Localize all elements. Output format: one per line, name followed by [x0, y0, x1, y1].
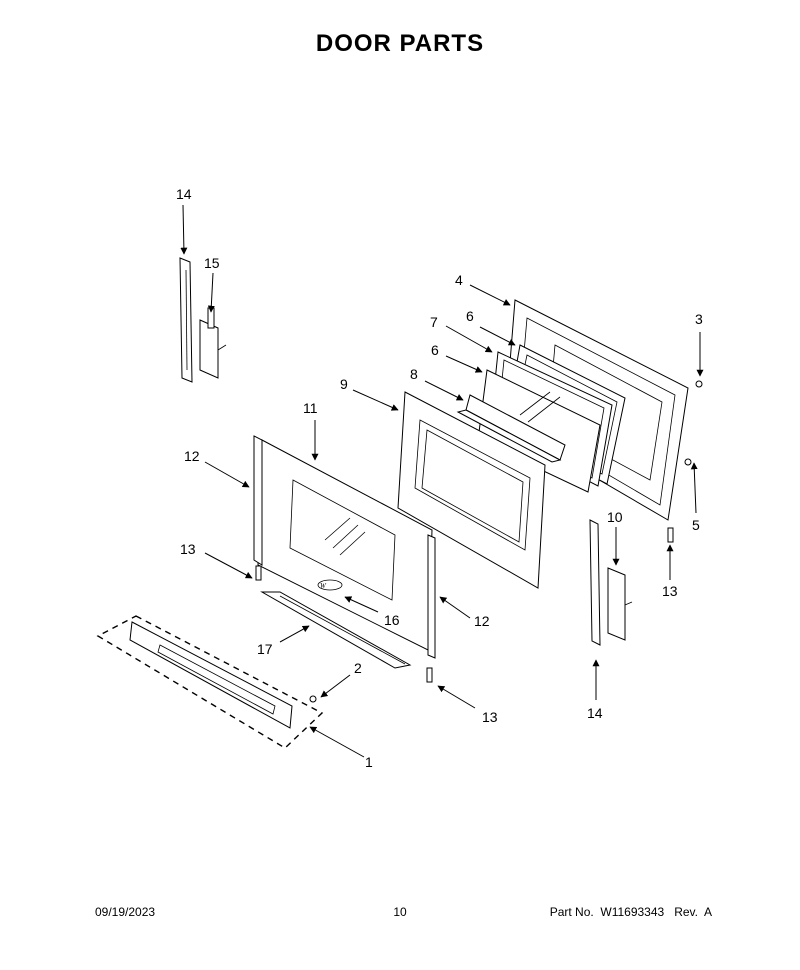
- svg-text:W: W: [320, 582, 327, 590]
- callout-1: 1: [365, 754, 373, 770]
- callout-7: 7: [430, 314, 438, 330]
- footer-part-number: Part No. W11693343 Rev. A: [549, 905, 712, 919]
- insulation: [456, 394, 566, 463]
- callout-9: 9: [340, 376, 348, 392]
- footer-date: 09/19/2023: [95, 905, 156, 919]
- callout-2: 2: [354, 660, 362, 676]
- brand-logo: W: [317, 579, 343, 591]
- screw-part-13-left: [255, 565, 262, 581]
- callout-14-bottom: 14: [587, 705, 603, 721]
- callout-10: 10: [607, 509, 623, 525]
- screw-part-13-right: [667, 527, 674, 543]
- callout-6-top: 6: [466, 308, 474, 324]
- hinge-right: [607, 567, 633, 641]
- door-handle-assembly: [96, 615, 324, 749]
- callout-15: 15: [204, 255, 220, 271]
- callout-5: 5: [692, 517, 700, 533]
- callout-14-top: 14: [176, 186, 192, 202]
- hinge-left: [199, 307, 227, 379]
- callout-6-bottom: 6: [431, 342, 439, 358]
- screw-part-3: [695, 380, 703, 388]
- callout-12-right: 12: [474, 613, 490, 629]
- callout-8: 8: [410, 366, 418, 382]
- door-vent-trim: [260, 591, 412, 669]
- footer-page-number: 10: [393, 905, 407, 919]
- callout-16: 16: [384, 612, 400, 628]
- screw-part-13-center: [426, 667, 433, 683]
- hinge-receiver-right: [589, 519, 601, 646]
- callout-12-left: 12: [184, 448, 200, 464]
- callout-13-right: 13: [662, 583, 678, 599]
- door-side-trim-right: [427, 534, 436, 659]
- callout-11: 11: [303, 400, 318, 416]
- callout-3: 3: [695, 311, 703, 327]
- door-frame: [397, 391, 546, 589]
- screw-part-2: [309, 695, 317, 703]
- screw-part-5: [684, 458, 692, 466]
- callout-17: 17: [257, 641, 273, 657]
- hinge-receiver-left: [179, 257, 193, 383]
- callout-13-left: 13: [180, 541, 196, 557]
- page-title: DOOR PARTS: [315, 30, 485, 57]
- door-side-trim-left: [253, 435, 263, 566]
- callout-13-center: 13: [482, 709, 498, 725]
- callout-4: 4: [455, 272, 463, 288]
